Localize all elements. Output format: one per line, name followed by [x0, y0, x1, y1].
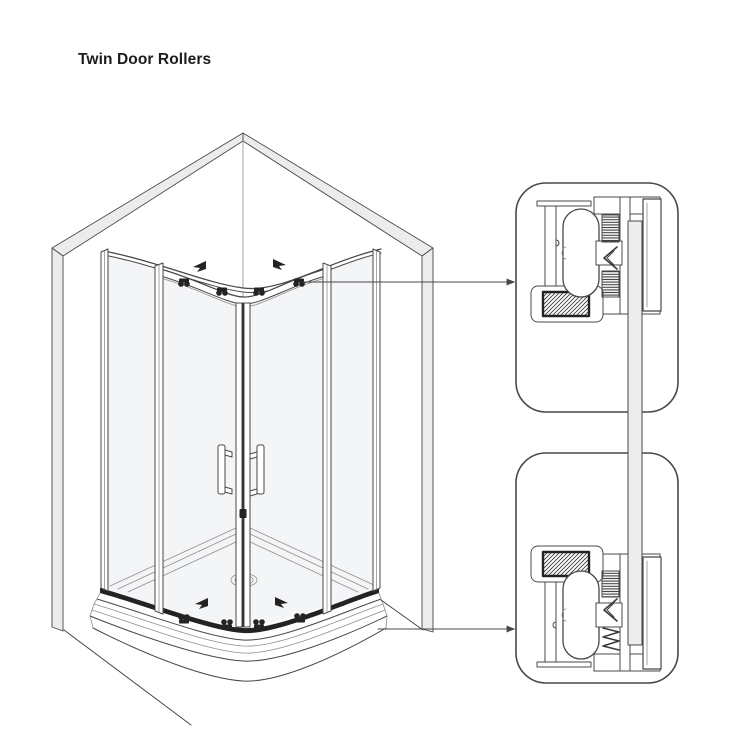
roller-wheel — [561, 570, 600, 660]
center-door-stiles — [235, 302, 251, 628]
shower-enclosure — [51, 132, 434, 726]
door-handle-left — [217, 444, 233, 495]
frame-posts — [100, 248, 381, 628]
left-wall — [51, 132, 244, 632]
roller-axle — [595, 602, 623, 628]
glass-panels — [108, 254, 378, 627]
roller-icon — [253, 287, 265, 296]
door-panel-right — [247, 276, 323, 627]
glass-clamp-plate — [642, 556, 662, 670]
fixed-panel-left — [108, 254, 155, 606]
roller-icon — [216, 287, 228, 296]
roller-wheel — [561, 208, 600, 298]
glass-clamp-plate — [642, 198, 662, 312]
roller-icon — [221, 619, 233, 629]
fixed-panel-right — [331, 254, 378, 606]
roller-icon — [294, 613, 306, 623]
adjustment-screw — [601, 214, 620, 298]
roller-icon — [253, 619, 265, 629]
door-handle-right — [249, 444, 265, 497]
glass-panel-strip — [627, 220, 643, 646]
door-panel-left — [163, 276, 239, 627]
top-track-rollers — [178, 278, 305, 296]
roller-icon — [178, 278, 190, 287]
top-roller-detail — [530, 196, 662, 323]
slide-arrow-icon — [275, 597, 288, 608]
roller-icon — [293, 278, 305, 287]
door-direction-arrows — [193, 259, 288, 609]
page-title: Twin Door Rollers — [78, 51, 212, 68]
slide-arrow-icon — [195, 598, 208, 609]
roller-icon — [178, 614, 190, 624]
right-wall — [242, 132, 434, 633]
floor-lines — [63, 599, 424, 726]
bottom-roller-detail — [530, 545, 662, 672]
bottom-track-rollers — [178, 613, 306, 629]
spring — [602, 627, 620, 651]
slide-arrow-icon — [273, 259, 286, 270]
adjustment-screw — [601, 570, 620, 651]
slide-arrow-icon — [193, 261, 206, 272]
